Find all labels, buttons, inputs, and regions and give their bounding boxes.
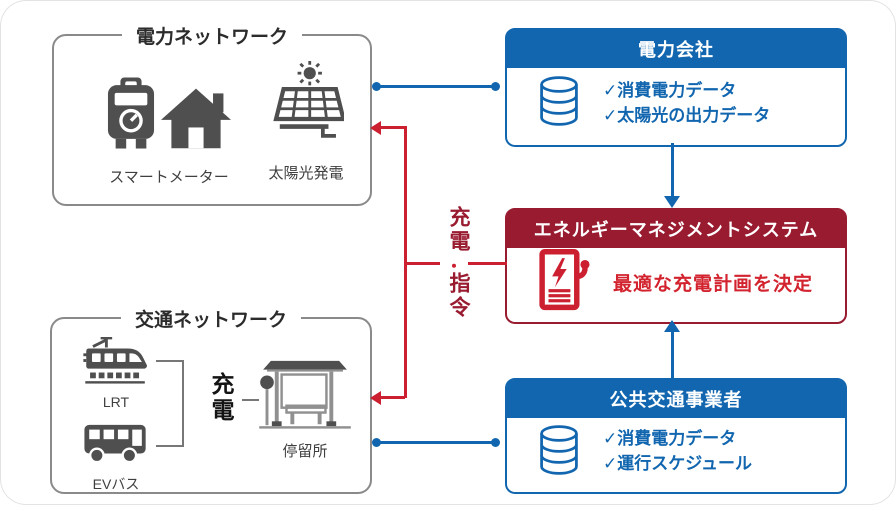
connector-dot bbox=[491, 82, 500, 91]
bracket-vertical-line bbox=[182, 360, 184, 447]
house-icon bbox=[161, 87, 231, 154]
smart-meter-icon bbox=[107, 77, 155, 154]
transit-operator-data-list: ✓消費電力データ ✓運行スケジュール bbox=[603, 427, 752, 476]
list-item: ✓太陽光の出力データ bbox=[603, 105, 771, 125]
ems-box: エネルギーマネジメントシステム 最適な充電計画を決定 bbox=[505, 208, 847, 324]
arrow-down-icon bbox=[664, 196, 680, 208]
list-item: ✓運行スケジュール bbox=[603, 454, 753, 473]
lrt-label: LRT bbox=[102, 394, 130, 410]
power-company-header: 電力会社 bbox=[507, 30, 845, 68]
connector-power-company-to-ems bbox=[671, 143, 674, 198]
command-line-to-power-network bbox=[381, 126, 405, 129]
connector-dot bbox=[372, 82, 381, 91]
transport-network-title: 交通ネットワーク bbox=[120, 305, 302, 332]
database-icon bbox=[537, 75, 581, 132]
transit-operator-header: 公共交通事業者 bbox=[507, 380, 845, 418]
connector-transport-network-to-transit-operator bbox=[376, 441, 496, 444]
bus-stop-label: 停留所 bbox=[282, 443, 328, 460]
ems-title: エネルギーマネジメントシステム bbox=[533, 220, 819, 240]
command-line-mid-left bbox=[404, 262, 440, 265]
smart-meter-group: スマートメーター bbox=[94, 77, 244, 187]
charging-label: 充電 bbox=[208, 372, 234, 424]
ev-bus-icon bbox=[84, 424, 148, 469]
command-line-to-transport-network bbox=[381, 396, 405, 399]
charge-to-stop-line bbox=[242, 399, 259, 401]
charge-command-top-text: 充電 bbox=[447, 206, 470, 254]
command-line-mid-right bbox=[468, 262, 507, 265]
ev-bus-label: EVバス bbox=[92, 476, 140, 492]
lrt-group: LRT bbox=[82, 336, 150, 410]
database-icon bbox=[537, 424, 581, 481]
solar-group: 太陽光発電 bbox=[250, 61, 362, 183]
power-company-title: 電力会社 bbox=[638, 40, 714, 60]
ems-decision-text: 最適な充電計画を決定 bbox=[613, 273, 814, 295]
charge-command-bottom-text: 指令 bbox=[447, 272, 470, 320]
bus-stop-group: 停留所 bbox=[258, 357, 352, 461]
transit-operator-box: 公共交通事業者 ✓消費電力データ ✓運行スケジュール bbox=[505, 378, 847, 494]
connector-transit-operator-to-ems bbox=[671, 330, 674, 378]
power-company-data-list: ✓消費電力データ ✓太陽光の出力データ bbox=[603, 79, 770, 128]
bracket-bottom-line bbox=[156, 445, 184, 447]
solar-label: 太陽光発電 bbox=[268, 165, 344, 182]
arrow-up-icon bbox=[664, 320, 680, 332]
connector-power-network-to-power-company bbox=[376, 85, 496, 88]
connector-dot bbox=[372, 438, 381, 447]
power-network-box: 電力ネットワーク bbox=[52, 22, 372, 206]
transit-operator-title: 公共交通事業者 bbox=[609, 390, 743, 410]
charge-command-dot: ・ bbox=[445, 259, 462, 276]
smart-meter-label: スマートメーター bbox=[109, 169, 229, 186]
ems-header: エネルギーマネジメントシステム bbox=[507, 210, 845, 248]
power-company-box: 電力会社 ✓消費電力データ ✓太陽光の出力データ bbox=[505, 28, 847, 147]
arrow-left-icon bbox=[370, 120, 381, 135]
bus-stop-shelter-icon bbox=[258, 360, 352, 437]
transport-network-box: 交通ネットワーク bbox=[50, 305, 372, 494]
solar-panel-icon bbox=[268, 61, 347, 154]
bracket-top-line bbox=[156, 360, 184, 362]
power-network-title: 電力ネットワーク bbox=[121, 22, 303, 49]
ev-charger-icon bbox=[537, 248, 591, 316]
arrow-left-icon bbox=[370, 390, 381, 405]
connector-dot bbox=[491, 438, 500, 447]
ev-bus-group: EVバス bbox=[82, 421, 150, 494]
list-item: ✓消費電力データ bbox=[603, 80, 737, 100]
list-item: ✓消費電力データ bbox=[603, 429, 737, 449]
lrt-tram-icon bbox=[83, 336, 149, 389]
